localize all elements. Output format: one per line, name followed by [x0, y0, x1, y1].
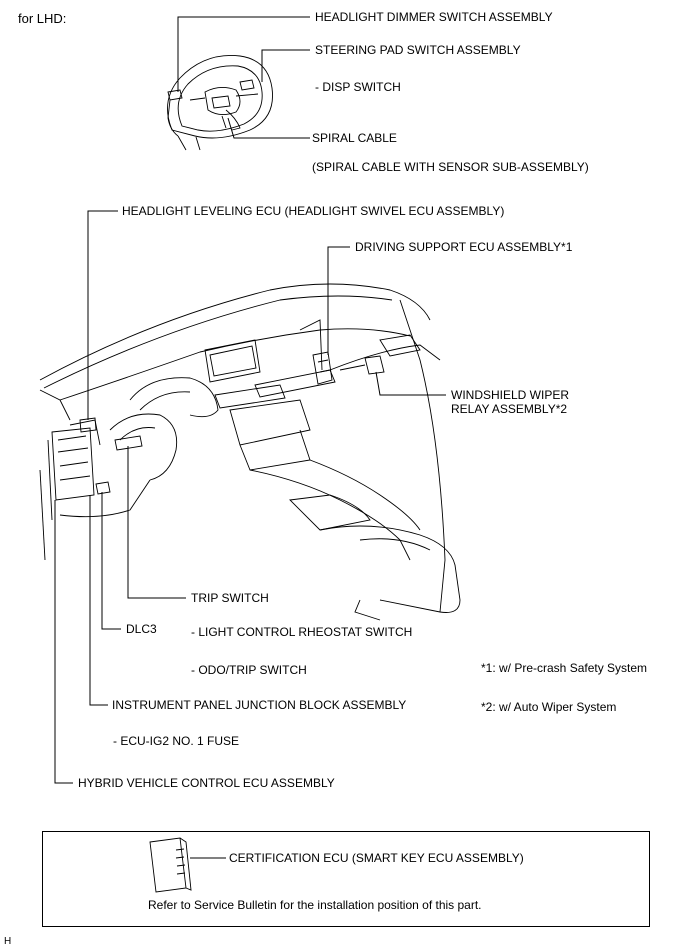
dashboard-drawing: [39, 283, 461, 621]
label-spiral-cable-sub-assembly: (SPIRAL CABLE WITH SENSOR SUB-ASSEMBLY): [312, 160, 589, 174]
footer-code: H: [4, 936, 12, 947]
label-windshield-wiper: WINDSHIELD WIPER: [451, 388, 570, 402]
certification-ecu-drawing: [149, 837, 192, 893]
label-headlight-leveling-ecu: HEADLIGHT LEVELING ECU (HEADLIGHT SWIVEL…: [122, 204, 505, 218]
label-light-control-rheostat: - LIGHT CONTROL RHEOSTAT SWITCH: [191, 625, 413, 639]
label-instrument-panel-junction-block: INSTRUMENT PANEL JUNCTION BLOCK ASSEMBLY: [112, 698, 407, 712]
certification-ecu-box: [42, 831, 650, 927]
label-ecu-ig2-fuse: - ECU-IG2 NO. 1 FUSE: [113, 734, 240, 748]
label-disp-switch: - DISP SWITCH: [315, 80, 401, 94]
label-wiper-relay-assembly: RELAY ASSEMBLY*2: [451, 402, 568, 416]
leader-lines: [54, 16, 446, 859]
label-driving-support-ecu: DRIVING SUPPORT ECU ASSEMBLY*1: [355, 240, 573, 254]
label-odo-trip-switch: - ODO/TRIP SWITCH: [191, 663, 307, 677]
label-spiral-cable: SPIRAL CABLE: [312, 131, 397, 145]
label-steering-pad-switch: STEERING PAD SWITCH ASSEMBLY: [315, 43, 521, 57]
note-pre-crash: *1: w/ Pre-crash Safety System: [481, 661, 648, 675]
variant-label: for LHD:: [18, 11, 67, 26]
label-hybrid-vehicle-control-ecu: HYBRID VEHICLE CONTROL ECU ASSEMBLY: [78, 776, 335, 790]
label-service-bulletin-note: Refer to Service Bulletin for the instal…: [148, 898, 482, 912]
label-certification-ecu: CERTIFICATION ECU (SMART KEY ECU ASSEMBL…: [229, 851, 524, 865]
label-trip-switch: TRIP SWITCH: [191, 591, 269, 605]
steering-wheel-drawing: [167, 55, 273, 151]
note-auto-wiper: *2: w/ Auto Wiper System: [481, 700, 617, 714]
label-headlight-dimmer-switch: HEADLIGHT DIMMER SWITCH ASSEMBLY: [315, 10, 553, 24]
label-dlc3: DLC3: [126, 622, 157, 636]
